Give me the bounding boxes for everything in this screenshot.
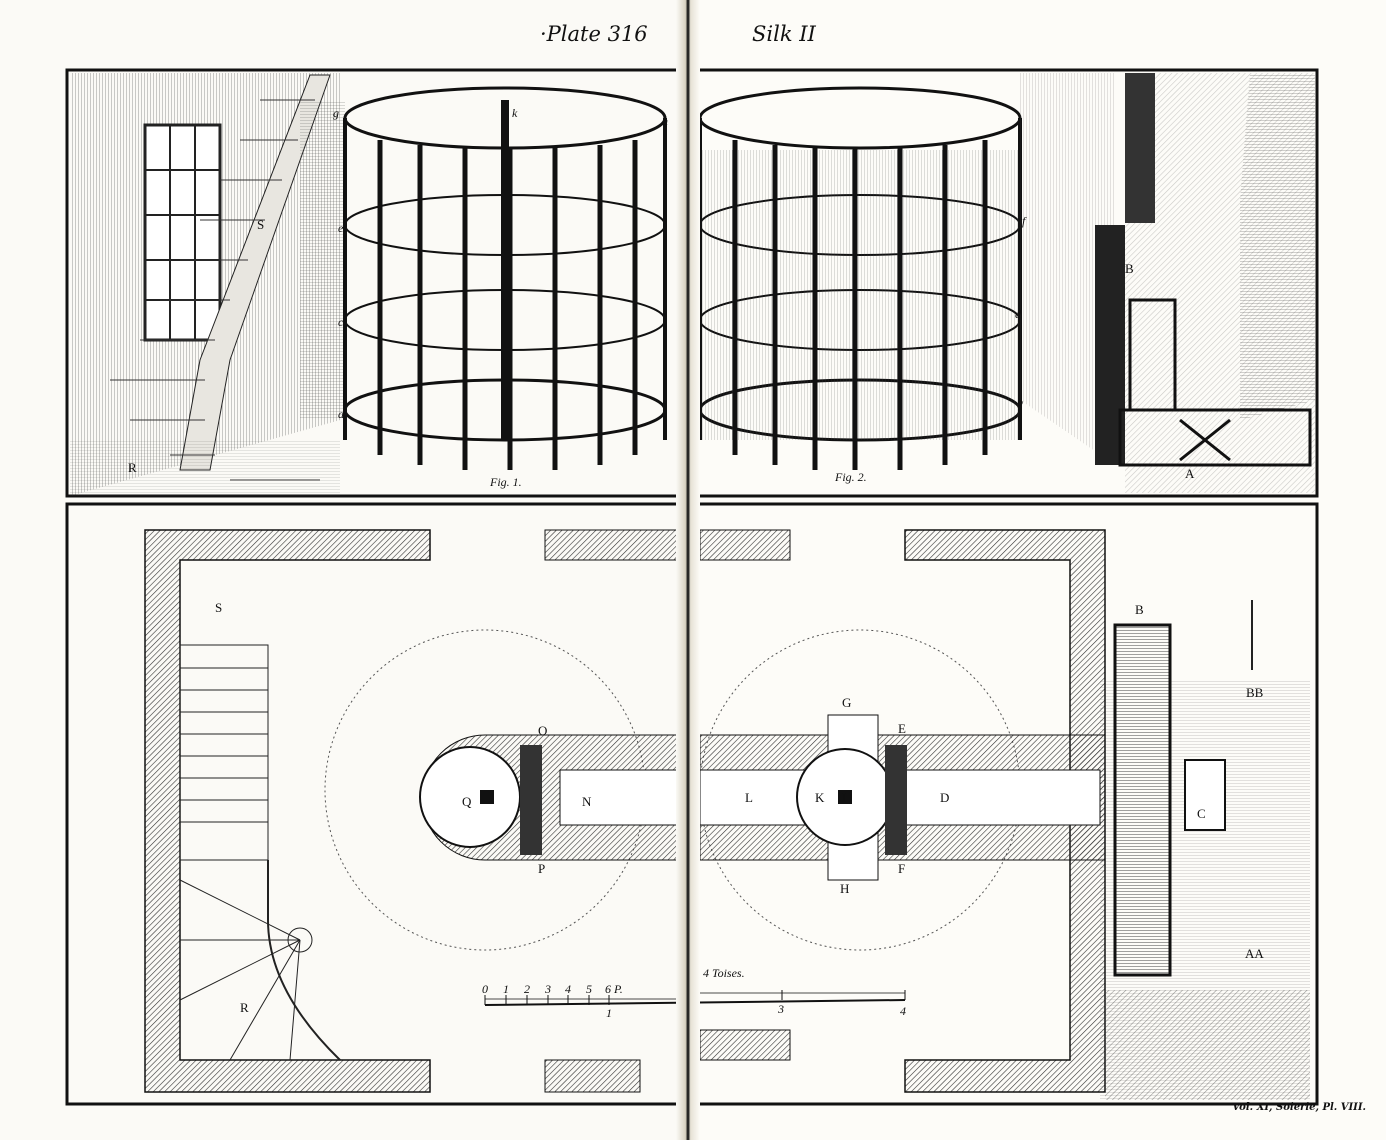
plate-number: ·Plate 316 (540, 22, 648, 46)
label-O: O (538, 723, 547, 738)
label-L: L (745, 790, 753, 805)
label-R-plan: R (240, 1000, 249, 1015)
label-P: P (538, 861, 545, 876)
scale-tick: 2 (524, 982, 530, 996)
label-S-top: S (257, 217, 264, 232)
scale-tick: 0 (482, 982, 488, 996)
scale-feet-ticks: 0 1 2 3 4 5 6 P. 1 3 4 (482, 982, 906, 1020)
label-S-plan: S (215, 600, 222, 615)
plate-citation: Vol. XI, Soierie, Pl. VIII. (1232, 1102, 1366, 1113)
scale-tick: 1 (503, 982, 509, 996)
label-I: I (842, 790, 846, 805)
label-C: C (1197, 806, 1206, 821)
label-G: G (842, 695, 851, 710)
plate-title: Silk II (752, 22, 816, 46)
scale-tick: 4 (900, 1004, 906, 1018)
fig1-cylinder-frame (343, 86, 667, 470)
label-g: g (333, 106, 339, 120)
fig1-caption: Fig. 1. (489, 475, 522, 489)
label-AA: AA (1245, 946, 1264, 961)
scale-tick: 3 (777, 1002, 784, 1016)
book-gutter (676, 0, 700, 1140)
label-BB: BB (1246, 685, 1264, 700)
staircase-room (70, 73, 345, 496)
label-B-plan: B (1135, 602, 1144, 617)
floor-plan-walls (144, 529, 1310, 1100)
label-A-top: A (1185, 466, 1195, 481)
scale-tick: 3 (544, 982, 551, 996)
scale-tick: 5 (586, 982, 592, 996)
label-F: F (898, 861, 905, 876)
label-h: h (662, 114, 668, 128)
label-H: H (840, 881, 849, 896)
right-wall (1020, 73, 1115, 465)
label-c: c (338, 315, 344, 329)
plan-waterwheel (1113, 600, 1253, 977)
fig2-cylinder-frame (698, 86, 1022, 470)
label-a: a (338, 407, 344, 421)
label-N: N (582, 794, 592, 809)
label-K: K (815, 790, 825, 805)
label-B-top: B (1125, 261, 1134, 276)
plan-staircase (179, 644, 341, 1061)
drive-shaft (419, 714, 1106, 881)
scale-tick: 1 (606, 1006, 612, 1020)
label-D: D (940, 790, 949, 805)
label-f: f (1022, 214, 1027, 228)
label-k: k (512, 106, 518, 120)
label-d: d (1015, 307, 1022, 321)
scale-tick: 4 (565, 982, 571, 996)
fig2-caption: Fig. 2. (834, 470, 867, 484)
scale-tick: 6 P. (605, 982, 623, 996)
label-R-top: R (128, 460, 137, 475)
label-E: E (898, 721, 906, 736)
waterwheel-scene (1095, 73, 1315, 493)
label-e: e (338, 221, 344, 235)
label-Q: Q (462, 794, 472, 809)
label-b: b (1017, 395, 1023, 409)
